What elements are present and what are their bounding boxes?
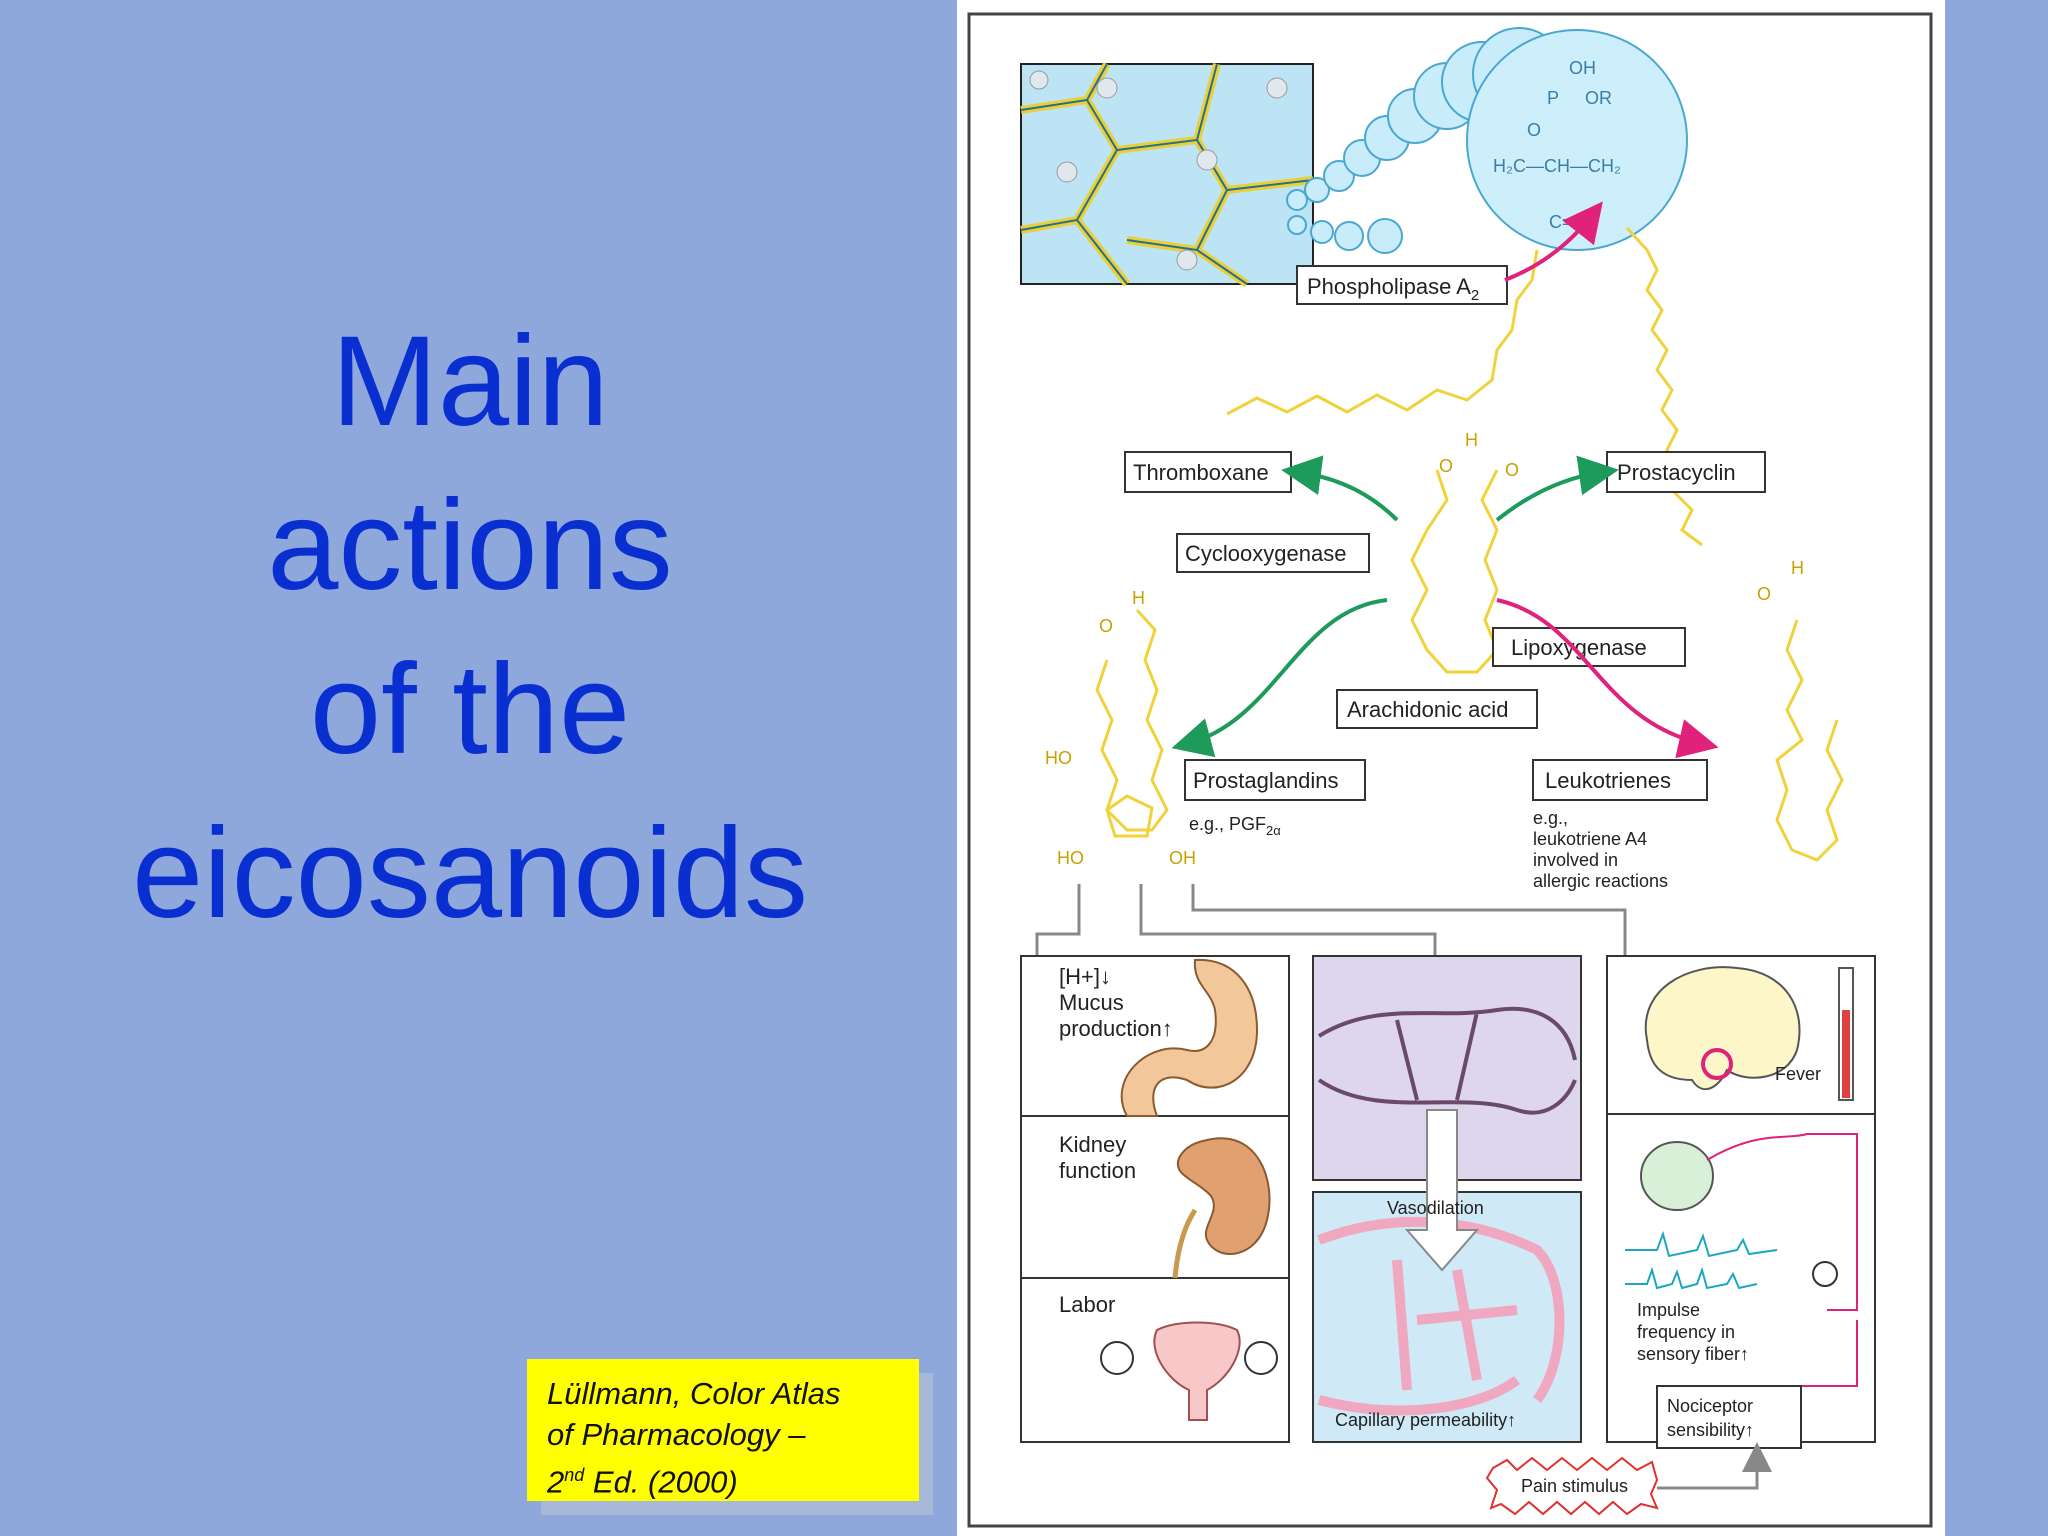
lt-note-line: e.g., (1533, 808, 1568, 828)
impulse-text: frequency in (1637, 1322, 1735, 1342)
nociceptor-text: sensibility↑ (1667, 1420, 1754, 1440)
spinal-cord-illustration (1640, 1141, 1714, 1211)
impulse-text: sensory fiber↑ (1637, 1344, 1749, 1364)
chem-or: OR (1585, 88, 1612, 108)
pg-oh: OH (1169, 848, 1196, 868)
recording-meter-icon (1812, 1261, 1838, 1287)
pg-o: O (1099, 616, 1113, 636)
lt-note-line: leukotriene A4 (1533, 829, 1647, 849)
title-line: actions (267, 474, 673, 617)
pain-arrow (1657, 1442, 1772, 1490)
kidney-text: function (1059, 1158, 1136, 1183)
stomach-illustration (1120, 958, 1259, 1117)
lt-note-line: involved in (1533, 850, 1618, 870)
lt-h: H (1791, 558, 1804, 578)
kidney-illustration (1176, 1137, 1271, 1255)
aa-o: O (1439, 456, 1453, 476)
edition-year: Ed. (2000) (584, 1464, 738, 1500)
aa-h: H (1465, 430, 1478, 450)
citation-line: Lüllmann, Color Atlas (547, 1376, 841, 1411)
pg-h: H (1132, 588, 1145, 608)
prostaglandin-example: e.g., PGF2α (1189, 814, 1281, 838)
pain-stimulus-label: Pain stimulus (1521, 1476, 1628, 1496)
citation-line: 2nd Ed. (2000) (547, 1455, 899, 1502)
capillary-label: Capillary permeability↑ (1335, 1410, 1516, 1430)
figure-panel: OH OR P O H₂C—CH—CH₂ C=O Phospholipase A… (957, 0, 1945, 1536)
to-thromboxane-arrow (1281, 455, 1399, 522)
prostacyclin-label: Prostacyclin (1617, 460, 1736, 485)
edition-suffix: nd (564, 1465, 585, 1485)
lt-note-line: allergic reactions (1533, 871, 1668, 891)
thromboxane-label: Thromboxane (1133, 460, 1269, 485)
impulse-text: Impulse (1637, 1300, 1700, 1320)
pg-ho: HO (1045, 748, 1072, 768)
stomach-text: Mucus (1059, 990, 1124, 1015)
stomach-text: [H+]↓ (1059, 964, 1111, 989)
leukotriene-molecule: H O (1757, 558, 1844, 862)
cyclooxygenase-box (1176, 533, 1370, 573)
fatty-acid-tail (1226, 249, 1539, 416)
chem-backbone: H₂C—CH—CH₂ (1493, 156, 1621, 176)
phospholipase-arrow (1504, 201, 1603, 282)
to-prostacyclin-arrow (1495, 455, 1619, 522)
nociceptor-box (1656, 1385, 1802, 1449)
stomach-text: production↑ (1059, 1016, 1173, 1041)
leukotrienes-label: Leukotrienes (1545, 768, 1671, 793)
cyclooxygenase-label: Cyclooxygenase (1185, 541, 1346, 566)
title-line: Main (331, 310, 609, 453)
pain-stimulus-burst (1485, 1456, 1659, 1516)
phospholipase-label-box (1296, 265, 1508, 305)
eicosanoid-diagram: OH OR P O H₂C—CH—CH₂ C=O Phospholipase A… (967, 12, 1933, 1528)
fatty-acid-tail (1625, 226, 1703, 547)
brain-illustration (1644, 966, 1801, 1091)
fever-label: Fever (1775, 1064, 1821, 1084)
citation-box: Lüllmann, Color Atlas of Pharmacology – … (527, 1359, 919, 1501)
vasodilation-label: Vasodilation (1387, 1198, 1484, 1218)
chem-oh: OH (1569, 58, 1596, 78)
lt-o: O (1757, 584, 1771, 604)
uterus-illustration (1153, 1321, 1241, 1421)
title-line: of the (309, 638, 631, 781)
prostaglandins-box (1184, 759, 1366, 801)
vasodilation-arrow (1404, 1109, 1480, 1272)
to-prostaglandins-arrow (1171, 598, 1388, 758)
arachidonic-acid-molecule: H O O (1410, 430, 1519, 674)
title-line: eicosanoids (132, 802, 808, 945)
nociceptor-text: Nociceptor (1667, 1396, 1753, 1416)
labor-text: Labor (1059, 1292, 1115, 1317)
slide-title: Main actions of the eicosanoids (60, 300, 880, 956)
to-leukotrienes-arrow (1496, 598, 1719, 759)
pg-ho2: HO (1057, 848, 1084, 868)
chem-p: P (1547, 88, 1559, 108)
kidney-text: Kidney (1059, 1132, 1126, 1157)
citation-line: of Pharmacology – (547, 1417, 806, 1452)
phospholipid-molecule: OH OR P O H₂C—CH—CH₂ C=O (1466, 29, 1688, 251)
chem-o: O (1527, 120, 1541, 140)
figure-frame (967, 12, 1933, 1528)
aa-o2: O (1505, 460, 1519, 480)
leukotrienes-box (1532, 759, 1708, 801)
arachidonic-acid-label: Arachidonic acid (1347, 697, 1508, 722)
edition-number: 2 (547, 1464, 565, 1500)
arachidonic-acid-box (1336, 689, 1538, 729)
prostaglandin-molecule: HO HO OH H O (1045, 588, 1196, 868)
prostaglandins-label: Prostaglandins (1193, 768, 1339, 793)
cell-membrane-illustration (1020, 62, 1314, 288)
prostacyclin-box (1606, 451, 1766, 493)
thromboxane-box (1124, 451, 1292, 493)
phospholipase-label: Phospholipase A2 (1307, 274, 1479, 304)
